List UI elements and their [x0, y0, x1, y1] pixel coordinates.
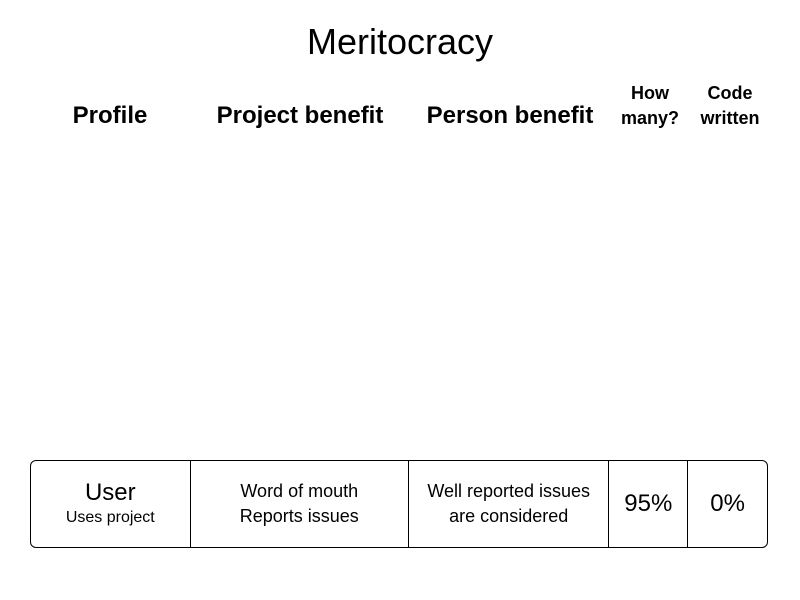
person-benefit-cell: Well reported issues are considered: [409, 461, 610, 547]
header-how-many-line-1: How: [631, 83, 669, 103]
how-many-cell: 95%: [609, 461, 689, 547]
project-benefit-line-2: Reports issues: [239, 506, 359, 526]
project-benefit-cell: Word of mouth Reports issues: [191, 461, 409, 547]
person-benefit-line-2: are considered: [449, 506, 569, 526]
how-many-value: 95%: [624, 490, 673, 517]
project-benefit-line-1: Word of mouth: [240, 481, 359, 501]
profile-cell: User Uses project: [31, 461, 191, 547]
profile-name: User: [84, 479, 136, 506]
page-title: Meritocracy: [306, 21, 494, 62]
code-written-cell: 0%: [688, 461, 767, 547]
profile-description: Uses project: [65, 509, 155, 526]
header-how-many: How many?: [610, 80, 690, 132]
header-code-written-line-2: written: [700, 108, 760, 128]
header-project-benefit: Project benefit: [216, 102, 384, 129]
header-code-written: Code written: [690, 80, 770, 132]
person-benefit-line-1: Well reported issues: [427, 481, 591, 501]
header-profile: Profile: [72, 102, 148, 129]
code-written-value: 0%: [710, 490, 745, 517]
table-row: User Uses project Word of mouth Reports …: [30, 460, 768, 548]
header-how-many-line-2: many?: [620, 108, 680, 128]
header-person-benefit: Person benefit: [426, 102, 594, 129]
header-code-written-line-1: Code: [707, 83, 753, 103]
